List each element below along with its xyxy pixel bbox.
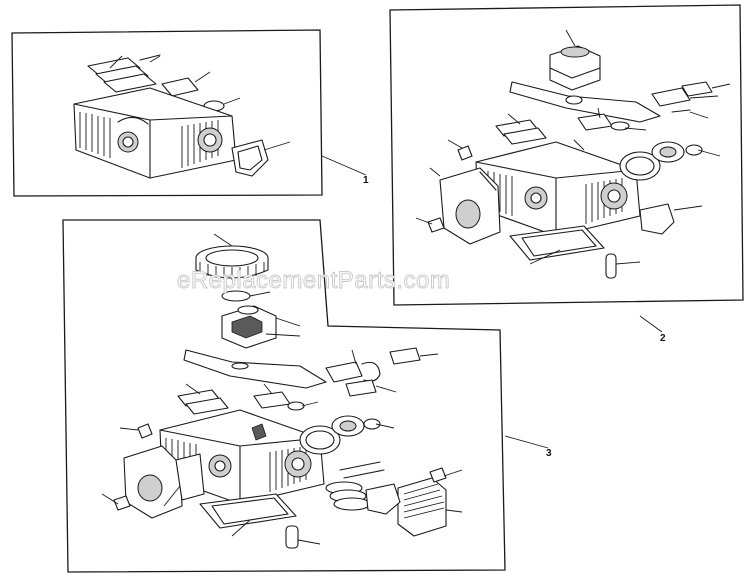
panel-3 [62, 219, 549, 573]
panel-1 [11, 29, 367, 197]
panel1-engine-block [73, 87, 237, 179]
callout-1: 1 [363, 175, 369, 186]
panel-2 [389, 4, 744, 333]
panel3-side-cover [123, 445, 183, 519]
panel1-head-gasket [161, 77, 199, 97]
panel2-side-cover [439, 167, 501, 245]
panel3-ring-gasket [299, 425, 341, 455]
panel2-ring-gasket [619, 151, 661, 181]
panel3-air-filter [195, 245, 269, 280]
callout-3: 3 [546, 448, 552, 459]
panel2-breather-block [651, 87, 691, 107]
watermark: eReplacementParts.com [177, 267, 450, 294]
panel2-plug [605, 253, 617, 279]
panel2-base-gasket [509, 225, 605, 261]
callout-2: 2 [660, 333, 666, 344]
panel3-plug [285, 525, 299, 549]
panel3-valve-cover [397, 477, 447, 537]
panel3-base-gasket [199, 493, 297, 529]
panel3-head-stack [221, 305, 277, 349]
panel1-gasket-set [87, 54, 161, 93]
panel2-head-cover [549, 45, 601, 91]
panel3-piston-rings [325, 461, 385, 511]
